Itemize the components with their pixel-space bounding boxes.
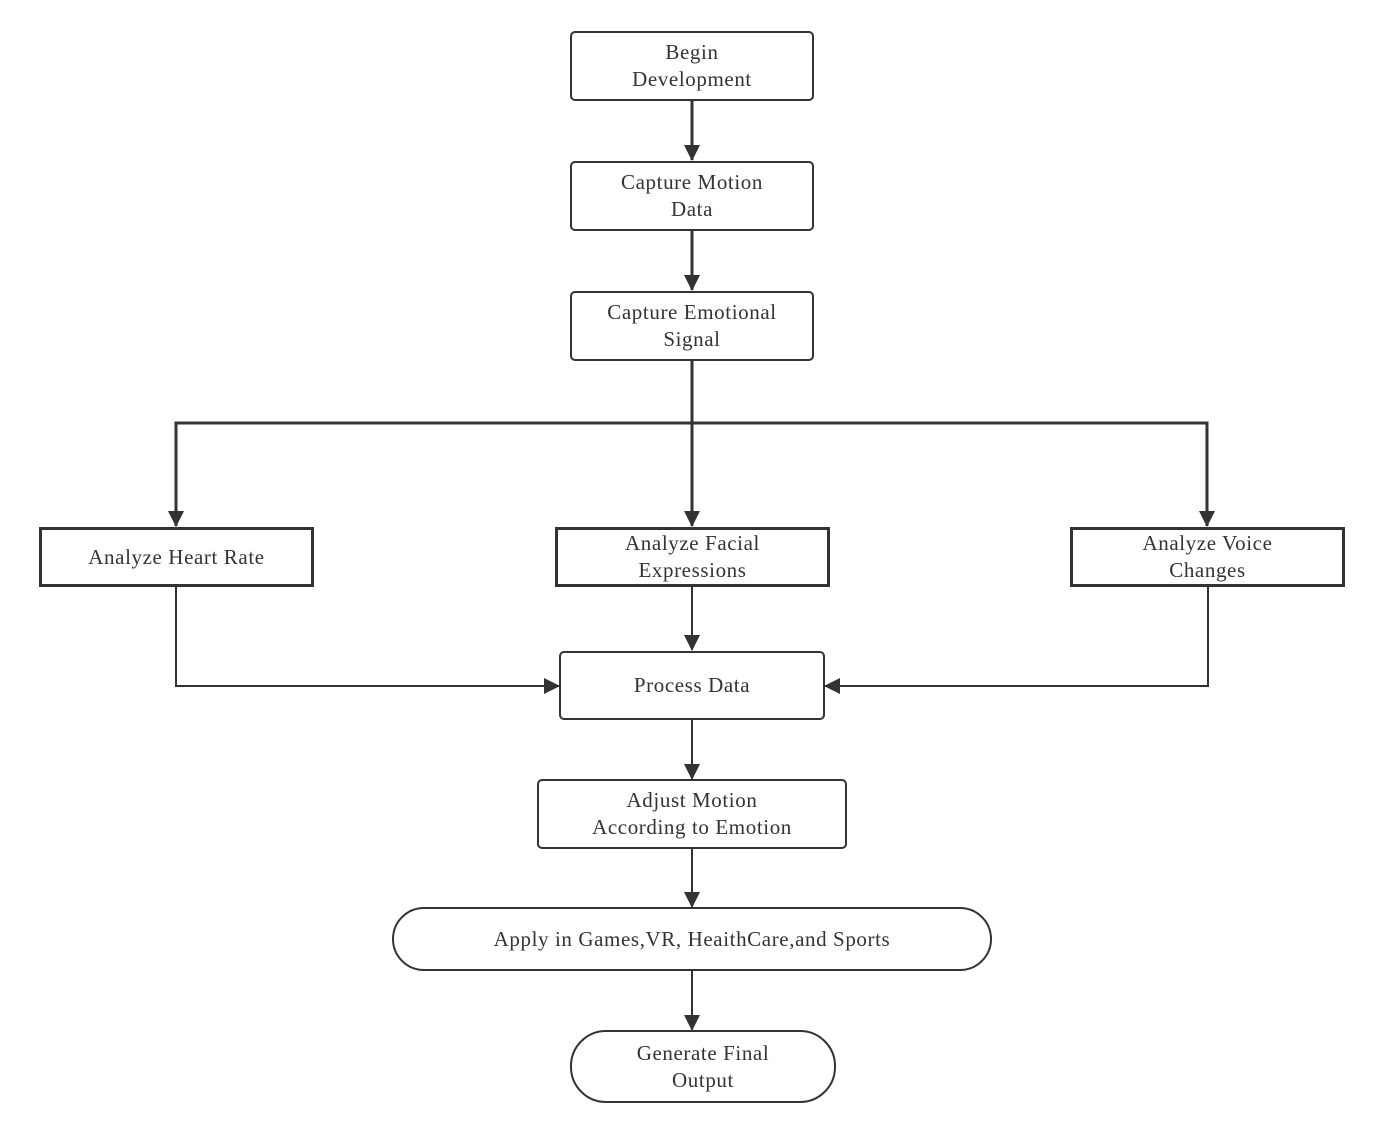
connector-emotion-to-voice xyxy=(692,421,1215,527)
adjust-motion-node: Adjust Motion According to Emotion xyxy=(537,779,847,849)
process-data-node: Process Data xyxy=(559,651,825,720)
analyze-voice-changes-node: Analyze Voice Changes xyxy=(1070,527,1345,587)
analyze-facial-expressions-node: Analyze Facial Expressions xyxy=(555,527,830,587)
capture-motion-data-node: Capture Motion Data xyxy=(570,161,814,231)
begin-development-node: Begin Development xyxy=(570,31,814,101)
apply-in-games-node: Apply in Games,VR, HeaithCare,and Sports xyxy=(392,907,992,971)
capture-emotional-signal-node: Capture Emotional Signal xyxy=(570,291,814,361)
connector-voice-to-process xyxy=(824,587,1209,694)
analyze-heart-rate-node: Analyze Heart Rate xyxy=(39,527,314,587)
connector-heart-rate-to-process xyxy=(175,587,560,694)
generate-final-output-node: Generate Final Output xyxy=(570,1030,836,1103)
connector-emotion-to-heart-rate xyxy=(168,361,694,527)
